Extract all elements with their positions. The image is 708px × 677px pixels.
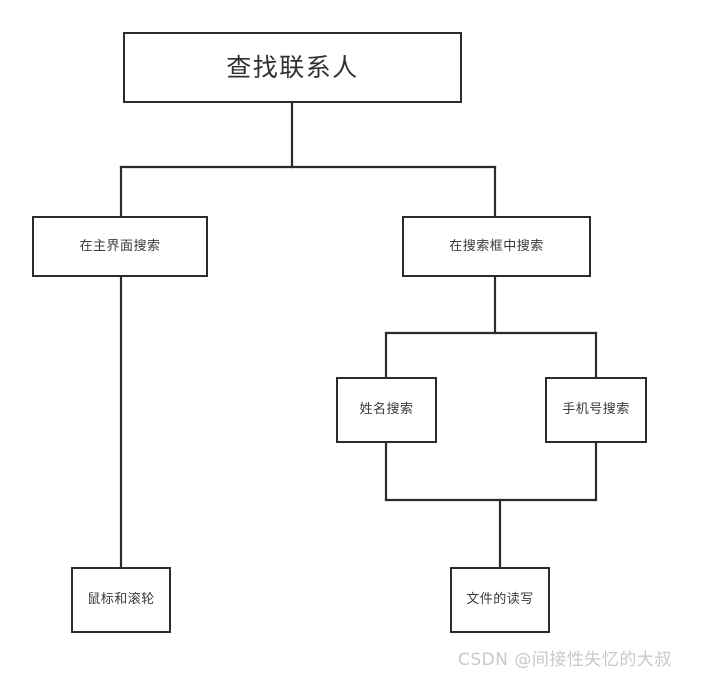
node-search-by-phone-label: 手机号搜索 [562,402,630,418]
node-search-in-box[interactable]: 在搜索框中搜索 [402,216,591,277]
node-file-read-write[interactable]: 文件的读写 [450,567,550,633]
node-search-main-ui-label: 在主界面搜索 [79,238,161,254]
node-search-by-name[interactable]: 姓名搜索 [336,377,437,443]
node-root[interactable]: 查找联系人 [123,32,462,103]
watermark-text: CSDN @间接性失忆的大叔 [458,650,672,670]
node-search-by-name-label: 姓名搜索 [359,402,414,418]
node-mouse-and-wheel[interactable]: 鼠标和滚轮 [71,567,171,633]
node-search-in-box-label: 在搜索框中搜索 [449,238,544,254]
node-mouse-and-wheel-label: 鼠标和滚轮 [87,592,155,608]
node-search-main-ui[interactable]: 在主界面搜索 [32,216,208,277]
node-search-by-phone[interactable]: 手机号搜索 [545,377,647,443]
node-root-label: 查找联系人 [226,52,359,82]
node-file-read-write-label: 文件的读写 [466,592,534,608]
